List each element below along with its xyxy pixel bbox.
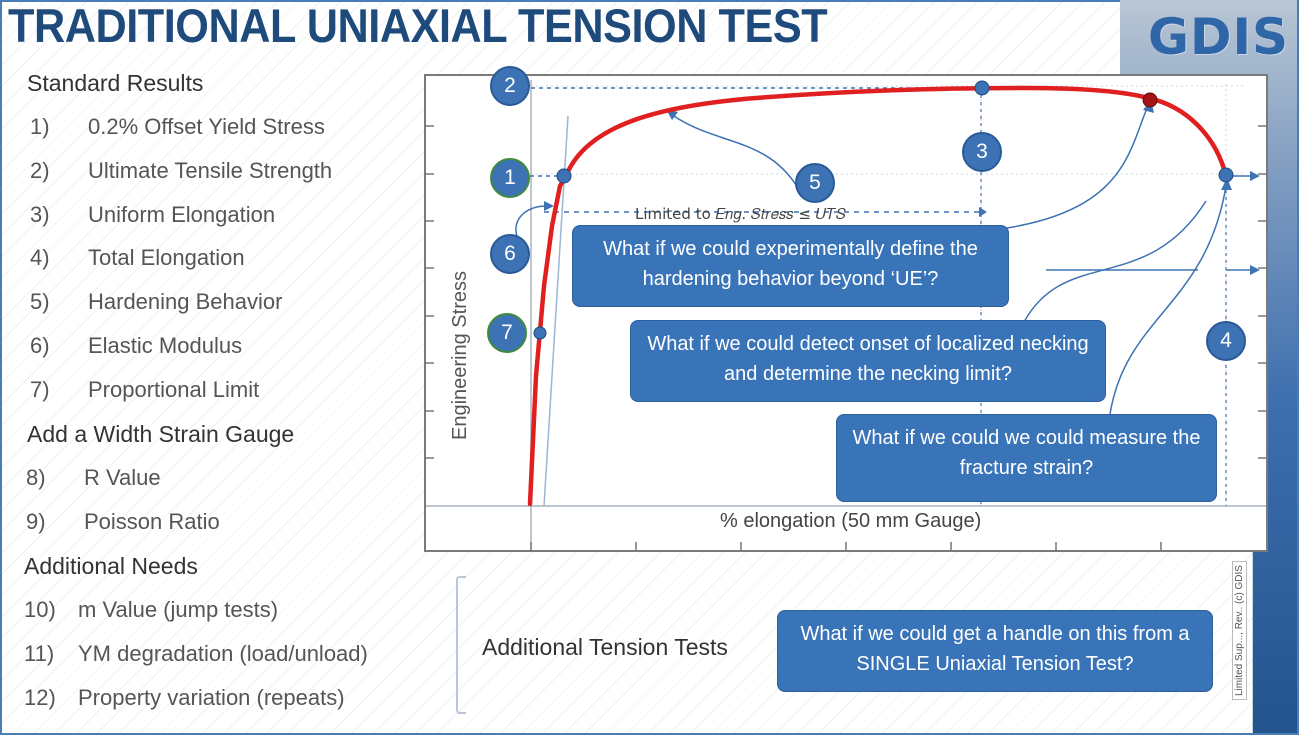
item-number: 1)	[30, 114, 50, 139]
item-label: YM degradation (load/unload)	[78, 641, 368, 666]
item-label: m Value (jump tests)	[78, 597, 279, 622]
item-label: Ultimate Tensile Strength	[88, 158, 333, 183]
proportional-limit-point	[533, 326, 547, 340]
necking-point	[1142, 92, 1158, 108]
item-number: 7)	[30, 377, 50, 402]
connector-curve	[1109, 185, 1227, 415]
marker-4: 4	[1206, 321, 1246, 361]
list-item: 4) Total Elongation	[30, 245, 245, 271]
marker-7: 7	[487, 313, 527, 353]
item-number: 4)	[30, 245, 50, 270]
additional-tests-label: Additional Tension Tests	[482, 634, 728, 660]
connector-curve	[670, 113, 799, 189]
x-axis-label: % elongation (50 mm Gauge)	[720, 510, 982, 532]
marker-3: 3	[962, 132, 1002, 172]
item-number: 8)	[26, 465, 46, 490]
item-number: 11)	[24, 641, 55, 666]
limited-note: Limited to 𝐸𝑛𝑔. 𝑆𝑡𝑟𝑒𝑠𝑠 ≤ 𝑈𝑇𝑆	[635, 205, 846, 223]
item-number: 10)	[24, 597, 56, 622]
section-heading-standard-results: Standard Results	[27, 70, 204, 96]
arrow-head	[1221, 178, 1232, 190]
item-label: Property variation (repeats)	[78, 685, 345, 710]
stress-strain-curve	[527, 85, 1229, 507]
marker-5: 5	[795, 163, 835, 203]
list-item: 6) Elastic Modulus	[30, 333, 242, 359]
callout-hardening: What if we could experimentally define t…	[572, 225, 1009, 307]
marker-6: 6	[490, 234, 530, 274]
x-ticks	[530, 542, 1162, 550]
item-number: 6)	[30, 333, 50, 358]
list-item: 12) Property variation (repeats)	[24, 685, 345, 711]
section-heading-width-gauge: Add a Width Strain Gauge	[27, 421, 295, 447]
arrow-head	[1250, 265, 1260, 275]
item-number: 3)	[30, 202, 50, 227]
arrow-head	[544, 201, 554, 211]
item-label: R Value	[84, 465, 161, 490]
item-number: 12)	[24, 685, 56, 710]
list-item: 3) Uniform Elongation	[30, 202, 275, 228]
item-label: Total Elongation	[88, 245, 245, 270]
chart-svg	[426, 80, 1266, 550]
marker-1: 1	[490, 158, 530, 198]
list-item: 7) Proportional Limit	[30, 377, 259, 403]
item-label: Proportional Limit	[88, 377, 260, 402]
y-ticks	[426, 125, 1266, 459]
item-number: 5)	[30, 289, 50, 314]
uts-point	[974, 80, 990, 96]
fracture-point	[1218, 167, 1234, 183]
list-item: 11) YM degradation (load/unload)	[24, 641, 368, 667]
item-label: Poisson Ratio	[84, 509, 220, 534]
connector-curve	[1023, 200, 1207, 323]
page-title: TRADITIONAL UNIAXIAL TENSION TEST	[8, 0, 828, 52]
list-item: 2) Ultimate Tensile Strength	[30, 158, 332, 184]
marker-2: 2	[490, 66, 530, 106]
item-label: Hardening Behavior	[88, 289, 283, 314]
item-label: 0.2% Offset Yield Stress	[88, 114, 325, 139]
brace	[456, 576, 466, 714]
list-item: 10) m Value (jump tests)	[24, 597, 278, 623]
item-number: 9)	[26, 509, 46, 534]
callout-fracture: What if we could we could measure the fr…	[836, 414, 1217, 502]
arrow-head	[1250, 171, 1260, 181]
item-label: Elastic Modulus	[88, 333, 243, 358]
callout-necking: What if we could detect onset of localiz…	[630, 320, 1106, 402]
yield-point	[556, 168, 572, 184]
gdis-logo: GDIS	[1148, 8, 1290, 66]
list-item: 8) R Value	[26, 465, 161, 491]
item-label: Uniform Elongation	[88, 202, 276, 227]
item-number: 2)	[30, 158, 50, 183]
y-axis-label: Engineering Stress	[449, 271, 471, 440]
arrow-head	[979, 207, 987, 217]
section-heading-additional-needs: Additional Needs	[24, 553, 198, 579]
callout-single-test: What if we could get a handle on this fr…	[777, 610, 1213, 692]
list-item: 5) Hardening Behavior	[30, 289, 282, 315]
list-item: 9) Poisson Ratio	[26, 509, 220, 535]
vertical-note: Limited Sup..., Rev.. (c) GDIS	[1232, 561, 1247, 700]
list-item: 1) 0.2% Offset Yield Stress	[30, 114, 325, 140]
